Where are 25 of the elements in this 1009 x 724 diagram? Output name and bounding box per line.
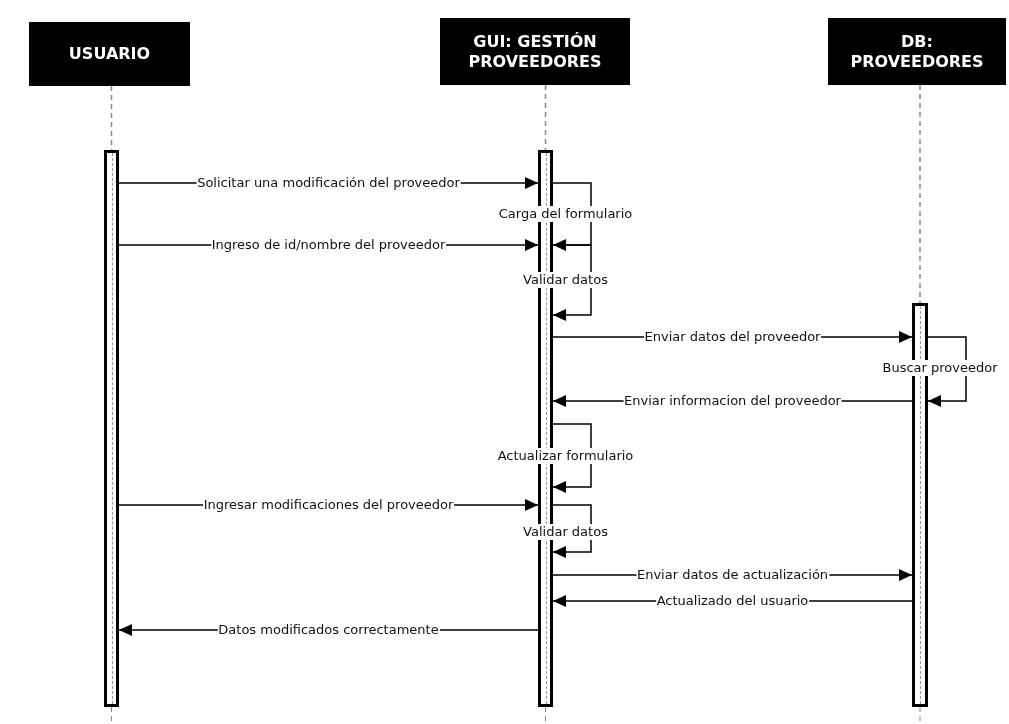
message-arrow: [552, 504, 592, 558]
lifeline: [544, 84, 547, 151]
lifeline: [919, 84, 921, 304]
message-arrow: [552, 182, 592, 251]
header-label: GUI: GESTIÓN PROVEEDORES: [467, 31, 603, 72]
edge-label: Validar datos: [522, 524, 609, 540]
lifeline-header: [440, 18, 630, 85]
lifeline: [110, 85, 113, 151]
edge-label: Solicitar una modificación del proveedor: [196, 175, 461, 191]
lifeline-header: [29, 22, 190, 86]
edge-label: Ingresar modificaciones del proveedor: [202, 497, 455, 513]
header-label: USUARIO: [68, 44, 151, 64]
edge-label: Enviar datos del proveedor: [643, 329, 822, 345]
activation-bar: [104, 150, 119, 707]
edge-label: Buscar proveedor: [881, 360, 999, 376]
lifeline-header: [828, 18, 1006, 85]
message-arrow: [552, 423, 592, 493]
edge-label: Enviar informacion del proveedor: [623, 393, 842, 409]
edge-label: Carga del formulario: [497, 206, 634, 222]
edge-label: Validar datos: [522, 272, 609, 288]
message-arrow: [927, 336, 967, 407]
header-label: DB: PROVEEDORES: [849, 31, 985, 72]
edge-label: Actualizar formulario: [496, 448, 635, 464]
edge-label: Ingreso de id/nombre del proveedor: [210, 237, 447, 253]
message-arrow: [552, 244, 592, 321]
